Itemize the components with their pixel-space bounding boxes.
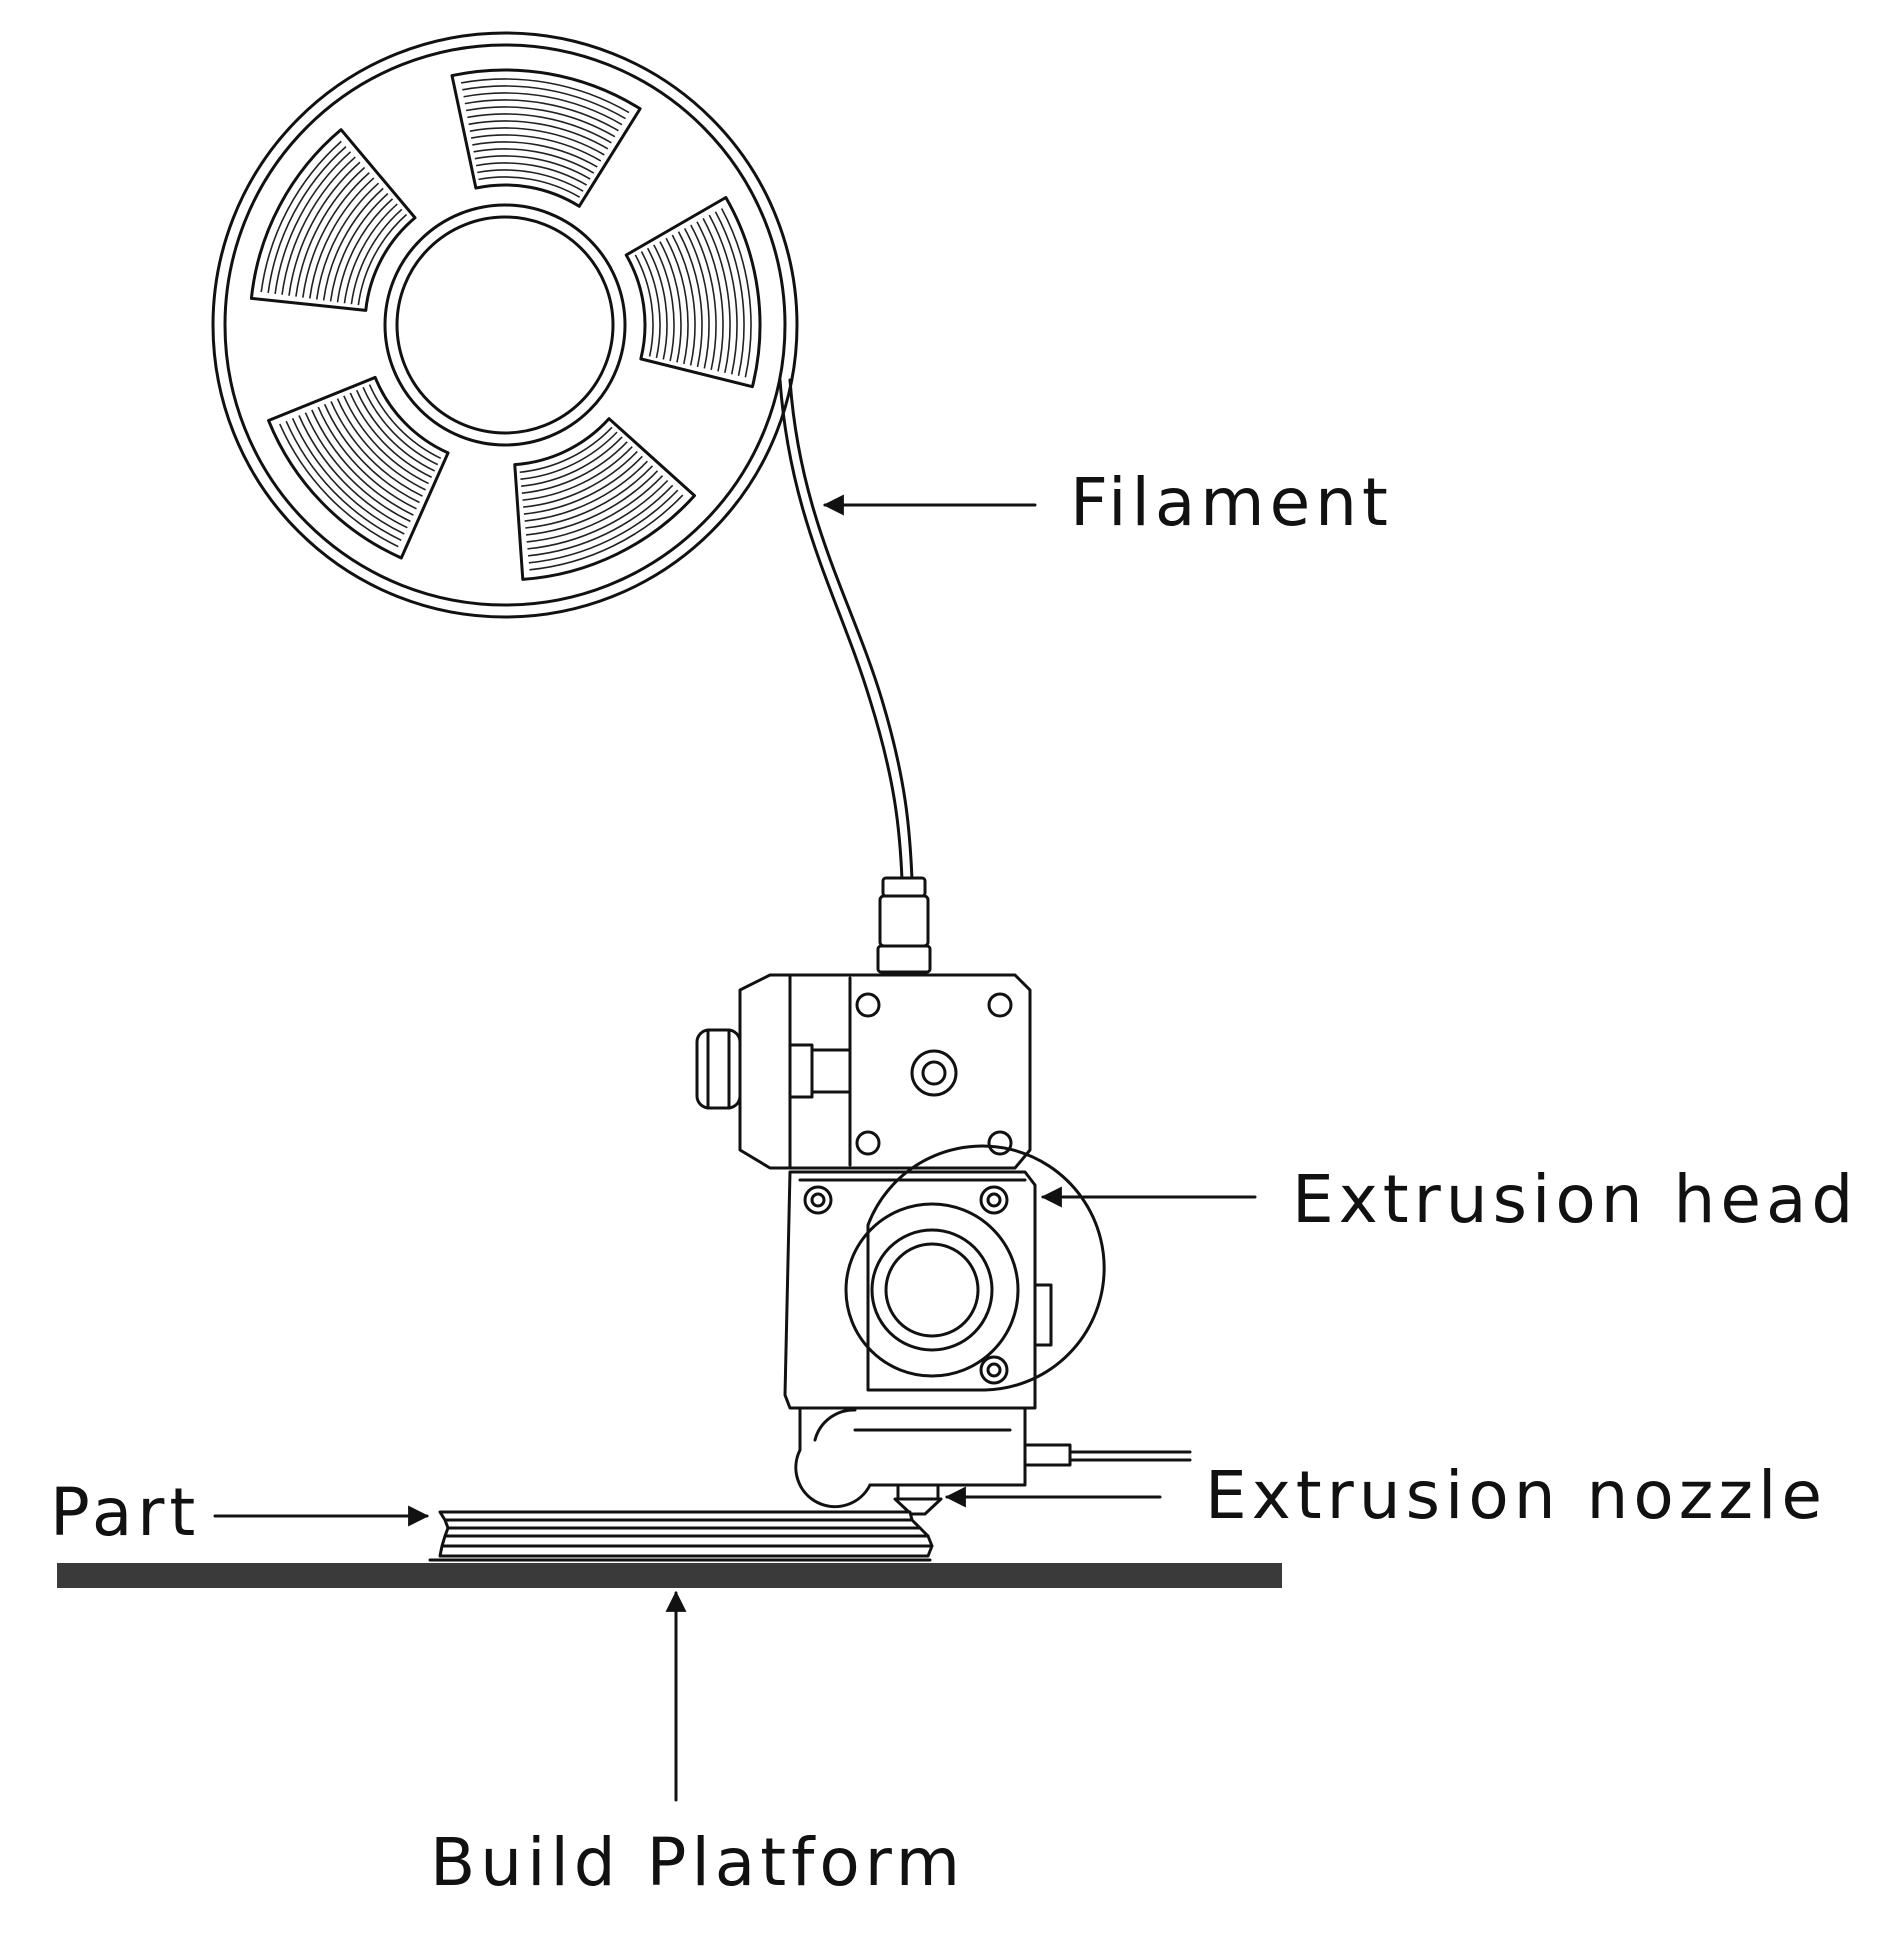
spool-winding bbox=[525, 465, 654, 529]
spool-winding bbox=[475, 162, 588, 186]
spool-winding bbox=[323, 403, 420, 504]
spool-window bbox=[513, 417, 697, 581]
spool-winding bbox=[260, 140, 342, 293]
spool-winding bbox=[519, 426, 613, 474]
spool-winding bbox=[521, 436, 623, 487]
spool-winding bbox=[708, 214, 738, 375]
spool-winding bbox=[465, 106, 616, 138]
spool-winding bbox=[357, 213, 408, 306]
spool-winding bbox=[677, 231, 703, 368]
spool-winding bbox=[349, 392, 433, 478]
spool-winding bbox=[671, 234, 696, 366]
spool-winding bbox=[355, 389, 436, 472]
spool-winding bbox=[526, 475, 664, 543]
spool-winding bbox=[336, 198, 394, 303]
spool-winding bbox=[462, 85, 626, 120]
spool-winding bbox=[281, 156, 356, 295]
spool-winding bbox=[368, 384, 442, 460]
extrusion-nozzle-label: Extrusion nozzle bbox=[1205, 1457, 1827, 1534]
spool-winding bbox=[528, 489, 679, 564]
spool-winding bbox=[288, 161, 361, 296]
spool-winding bbox=[523, 455, 643, 515]
spool-winding bbox=[690, 224, 717, 371]
spool-winding bbox=[634, 254, 654, 357]
spool-winding bbox=[267, 146, 347, 294]
spool-winding bbox=[477, 169, 584, 192]
spool-winding bbox=[295, 166, 366, 297]
spool-winding bbox=[527, 479, 669, 550]
extrusion-head-icon bbox=[695, 876, 1192, 1509]
spool-winding bbox=[525, 470, 659, 536]
spool-winding bbox=[460, 78, 630, 114]
spool-winding bbox=[350, 208, 403, 305]
spool-winding bbox=[336, 398, 426, 491]
nozzle-icon bbox=[893, 1483, 943, 1516]
spool-winding bbox=[520, 431, 618, 481]
spool-winding bbox=[343, 395, 429, 485]
spool-winding bbox=[696, 221, 724, 372]
spool-winding bbox=[720, 208, 752, 378]
spool-winding bbox=[362, 387, 439, 466]
spool-winding bbox=[659, 241, 682, 363]
spool-windows bbox=[249, 68, 762, 581]
spool-winding bbox=[473, 148, 595, 174]
spool-winding bbox=[470, 134, 602, 162]
spool-winding bbox=[279, 423, 399, 548]
extrusion-head-label: Extrusion head bbox=[1292, 1161, 1858, 1238]
spool-window bbox=[249, 128, 417, 312]
spool-winding bbox=[343, 203, 398, 304]
spool-winding bbox=[529, 494, 684, 571]
spool-winding bbox=[302, 172, 370, 298]
spool-winding bbox=[467, 113, 612, 144]
spool-winding bbox=[308, 177, 375, 299]
filament-spool-icon bbox=[211, 31, 799, 619]
spool-winding bbox=[317, 406, 417, 510]
spool-winding bbox=[468, 120, 609, 150]
spool-winding bbox=[315, 182, 380, 300]
spool-winding bbox=[478, 176, 581, 198]
spool-winding bbox=[329, 193, 389, 302]
spool-winding bbox=[528, 484, 674, 557]
spool-winding bbox=[322, 187, 384, 301]
spool-winding bbox=[523, 450, 638, 508]
spool-winding bbox=[524, 460, 648, 522]
spool-winding bbox=[521, 441, 628, 494]
filament-strand bbox=[778, 378, 914, 882]
part-label: Part bbox=[50, 1474, 200, 1551]
spool-winding bbox=[464, 99, 619, 132]
spool-winding bbox=[714, 211, 745, 377]
spool-winding bbox=[472, 141, 598, 168]
build-platform-icon bbox=[57, 1563, 1282, 1588]
spool-winding bbox=[522, 446, 633, 501]
spool-winding bbox=[640, 251, 661, 359]
spool-winding bbox=[291, 417, 405, 535]
filament-label: Filament bbox=[1070, 464, 1393, 541]
spool-winding bbox=[463, 92, 623, 126]
spool-winding bbox=[653, 244, 675, 362]
spool-winding bbox=[330, 401, 423, 497]
printed-part-icon bbox=[428, 1510, 934, 1562]
build-platform-label: Build Platform bbox=[430, 1824, 965, 1901]
spool-winding bbox=[298, 415, 408, 529]
spool-winding bbox=[702, 218, 731, 374]
spool-winding bbox=[304, 412, 411, 523]
spool-winding bbox=[683, 227, 710, 369]
spool-winding bbox=[311, 409, 414, 516]
spool-winding bbox=[469, 127, 605, 156]
spool-winding bbox=[274, 151, 352, 294]
spool-winding bbox=[474, 155, 591, 180]
spool-winding bbox=[285, 420, 402, 542]
spool-winding bbox=[646, 247, 668, 360]
spool-winding bbox=[665, 237, 689, 365]
